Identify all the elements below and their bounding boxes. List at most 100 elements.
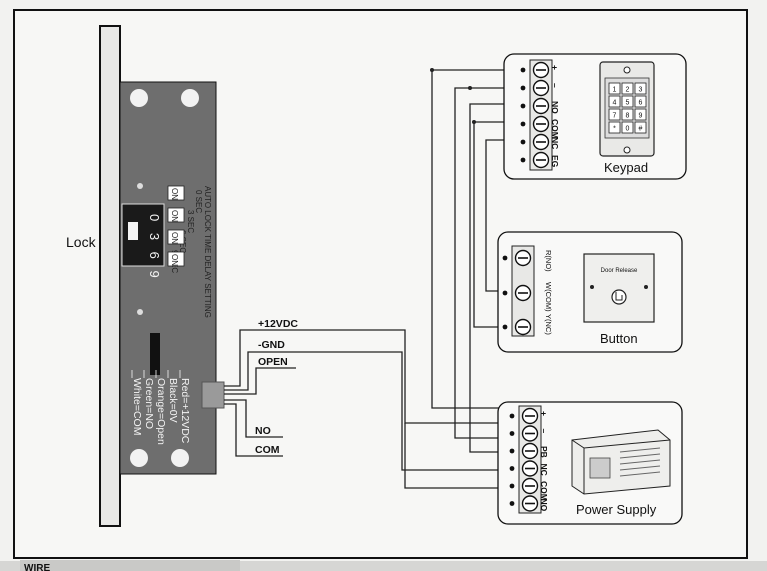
door-release-label: Door Release	[601, 268, 638, 274]
delay-switch	[167, 185, 185, 201]
terminal-label: –	[550, 83, 560, 88]
wire-keypad-minus-psu	[454, 87, 520, 439]
terminal-contact-dot	[520, 157, 526, 163]
keypad-key-label: 0	[626, 126, 630, 133]
footer-band	[20, 560, 240, 571]
button-module: R(NO) W(COM) Y(NC) Door Release Button	[497, 231, 683, 353]
keypad-key-label: 7	[613, 113, 617, 120]
lock-rivet	[137, 183, 143, 189]
wire-junction-dots	[430, 68, 476, 124]
wire-legend-item: Red=+12VDC	[179, 378, 191, 444]
psu-terminal-strip	[589, 457, 611, 479]
terminal-contact-dot	[502, 255, 508, 261]
terminal-label: EG	[550, 155, 560, 168]
keypad-key-label: 8	[626, 113, 630, 120]
junction-dot	[472, 120, 476, 124]
terminal-contact-dot	[520, 67, 526, 73]
keypad-key	[621, 121, 634, 134]
wire-label-com: COM	[255, 444, 280, 456]
terminal-contact-dot	[520, 85, 526, 91]
door-release-plate	[583, 253, 655, 323]
wire-label-12vdc: +12VDC	[258, 318, 298, 330]
terminal-contact-dot	[509, 501, 515, 506]
dial-indicator	[128, 222, 138, 240]
wire-keypad-no-pb	[469, 103, 520, 453]
terminal-label: R(NO)	[544, 250, 553, 272]
terminal-label: NO	[550, 101, 560, 114]
button-title: Button	[600, 331, 638, 346]
lock-mounting-bar	[99, 25, 121, 527]
delay-switch-label: ON	[170, 232, 179, 244]
terminal-label: NO	[539, 499, 549, 512]
lock-device: 0 3 6 9 AUTO LOCK TIME DELAY SETTING 0 S…	[99, 25, 225, 527]
terminal-contact-dot	[502, 290, 508, 296]
wire-label-open: OPEN	[258, 356, 288, 368]
keypad-key	[634, 82, 647, 95]
hand-press-icon	[611, 289, 627, 305]
keypad-key-label: 4	[613, 100, 617, 107]
lock-screw-hole	[171, 449, 189, 467]
delay-option-label: 0 SEC	[194, 190, 203, 213]
terminal-label: COM	[539, 481, 549, 501]
terminal-contact-dot	[509, 483, 515, 489]
terminal-contact-dot	[520, 121, 526, 127]
footer-strip	[0, 561, 767, 571]
wire-color-legend: Red=+12VDCBlack=0VOrange=OpenGreen=NOWhi…	[131, 370, 191, 445]
keypad-key-label: *	[613, 126, 616, 133]
keypad-key	[608, 108, 621, 121]
keypad-key	[608, 82, 621, 95]
delay-switch-label: ON	[170, 188, 179, 200]
psu-vents	[619, 447, 661, 477]
keypad-key-label: 6	[639, 100, 643, 107]
keypad-key	[621, 82, 634, 95]
wire-psu-com	[404, 423, 520, 489]
delay-option-label: 3 SEC	[186, 210, 195, 233]
wire-legend-item: Black=0V	[167, 378, 179, 423]
lock-screw-hole	[181, 89, 199, 107]
wire-open	[224, 367, 296, 395]
wire-no	[224, 399, 283, 438]
wire-12vdc	[224, 329, 520, 424]
psu-unit	[571, 429, 671, 495]
keypad-key-label: 3	[639, 87, 643, 94]
delay-switch	[167, 207, 185, 223]
delay-setting-title: AUTO LOCK TIME DELAY SETTING	[203, 186, 212, 318]
lock-screw-hole	[130, 449, 148, 467]
power-supply-title: Power Supply	[576, 502, 657, 517]
terminal-label: –	[539, 429, 549, 434]
terminal-label: NC	[550, 137, 560, 149]
hand-press-icon-glyph	[615, 292, 623, 301]
button-terminal-block: R(NO) W(COM) Y(NC)	[502, 245, 553, 337]
terminal-contact-dot	[509, 431, 515, 436]
wire-label-gnd: -GND	[258, 339, 285, 351]
terminal-label: PB	[539, 446, 549, 458]
keypad-key-label: 9	[639, 113, 643, 120]
wire-legend-item: Green=NO	[143, 378, 155, 429]
terminal-label: Y(NC)	[544, 314, 553, 335]
lock-faceplate	[119, 81, 217, 475]
terminal-label: W(COM)	[544, 282, 553, 312]
keypad-key	[621, 108, 634, 121]
keypad-screw	[623, 66, 631, 74]
keypad-key-label: 1	[613, 87, 617, 94]
delay-switch	[167, 251, 185, 267]
terminal-label: +	[550, 65, 560, 70]
footer-text: WIRE	[24, 563, 50, 571]
dial-digits: 0 3 6 9	[147, 214, 162, 282]
keypad-title: Keypad	[604, 160, 648, 175]
terminal-contact-dot	[509, 413, 515, 419]
wire-legend-item: White=COM	[131, 378, 143, 435]
delay-switch-label: ON	[170, 210, 179, 222]
terminal-label: NC	[539, 464, 549, 476]
lock-wire-connector	[150, 333, 160, 375]
terminal-contact-dot	[520, 103, 526, 109]
junction-dot	[430, 68, 434, 72]
junction-dot	[468, 86, 472, 90]
terminal-contact-dot	[520, 139, 526, 145]
keypad-key	[634, 108, 647, 121]
